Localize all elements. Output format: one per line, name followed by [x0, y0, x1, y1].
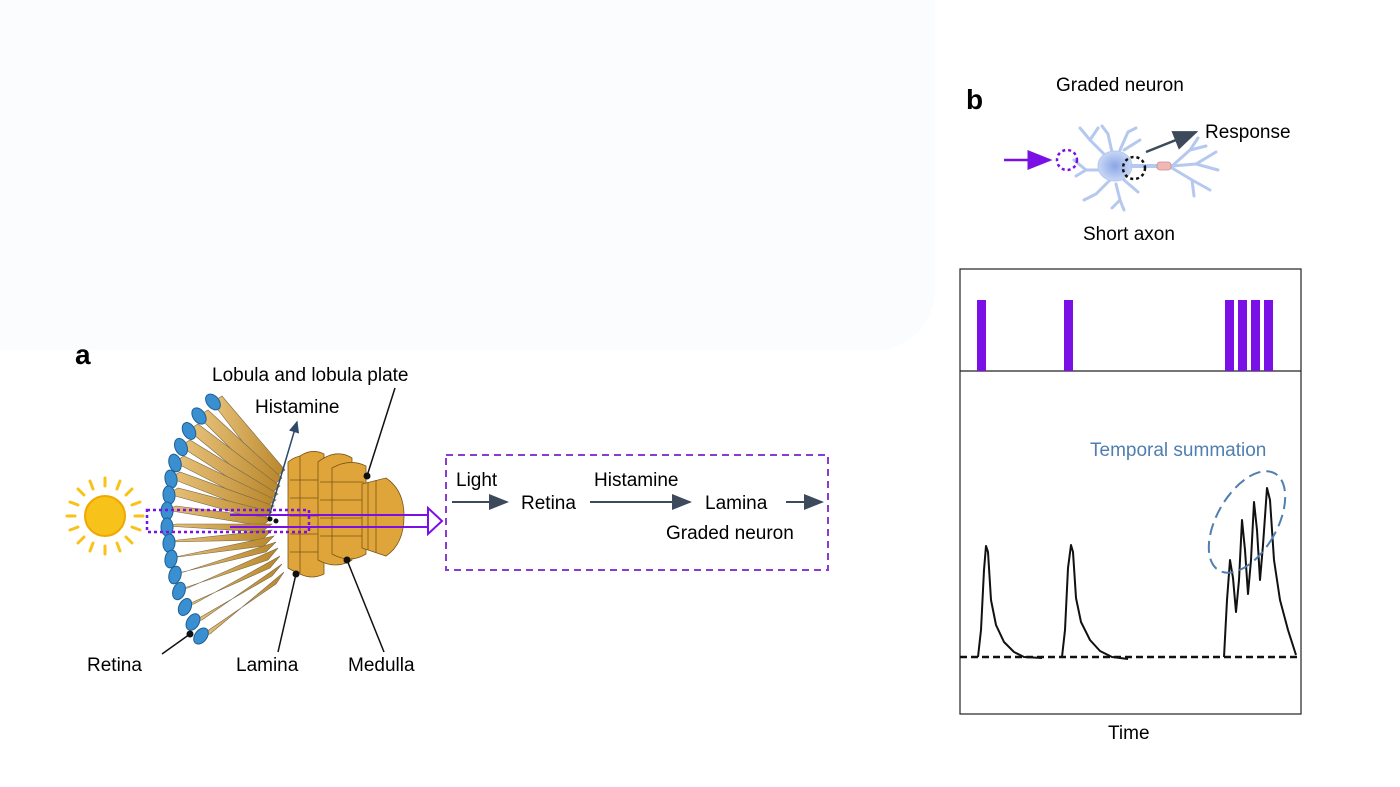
flow-retina: Retina	[521, 493, 576, 514]
stimulus-bar	[1251, 300, 1260, 371]
retina-ommatidia	[164, 395, 286, 637]
histamine-dot-2	[273, 518, 279, 524]
flow-lamina: Lamina	[705, 493, 768, 514]
plot-frame	[959, 268, 1302, 715]
lobula-structure	[361, 477, 405, 557]
flow-light: Light	[456, 470, 498, 491]
output-site-circle	[1121, 155, 1147, 181]
panel-a-letter: a	[75, 339, 91, 370]
neuron-icon	[1072, 124, 1220, 212]
response-arrow	[1145, 130, 1199, 154]
temporal-summation-label: Temporal summation	[1090, 440, 1266, 461]
flow-graded-neuron: Graded neuron	[666, 523, 794, 544]
medulla-label: Medulla	[348, 655, 415, 676]
graded-neuron-title: Graded neuron	[1056, 75, 1184, 96]
compound-eye-icon	[160, 393, 405, 645]
stimulus-bar	[1264, 300, 1273, 371]
sun-icon	[65, 476, 145, 556]
background-panel	[0, 0, 935, 350]
temporal-summation-ellipse	[1207, 470, 1287, 574]
lobula-label: Lobula and lobula plate	[212, 365, 409, 386]
short-axon-label: Short axon	[1083, 224, 1175, 245]
lamina-label: Lamina	[236, 655, 299, 676]
stimulus-bar	[977, 300, 986, 371]
retina-lenses	[160, 393, 221, 645]
light-path-box	[145, 508, 311, 534]
stimulus-bar	[1238, 300, 1247, 371]
response-label: Response	[1205, 122, 1291, 143]
response-trace	[977, 487, 1297, 660]
medulla-structure	[317, 453, 367, 566]
time-label: Time	[1108, 723, 1150, 744]
stimulus-bar	[1225, 300, 1234, 371]
input-site-circle	[1055, 148, 1079, 172]
leader-dots	[186, 472, 371, 638]
flow-histamine: Histamine	[594, 470, 678, 491]
flow-box	[445, 454, 829, 571]
stimulus-bar	[1064, 300, 1073, 371]
leader-lines	[161, 387, 396, 655]
histamine-arrow	[267, 420, 300, 521]
panel-b-letter: b	[966, 84, 983, 115]
histamine-label: Histamine	[255, 397, 339, 418]
retina-label: Retina	[87, 655, 142, 676]
histamine-dot	[267, 516, 273, 522]
stimulus-bars	[977, 300, 1273, 371]
light-path-arrow	[230, 505, 444, 537]
